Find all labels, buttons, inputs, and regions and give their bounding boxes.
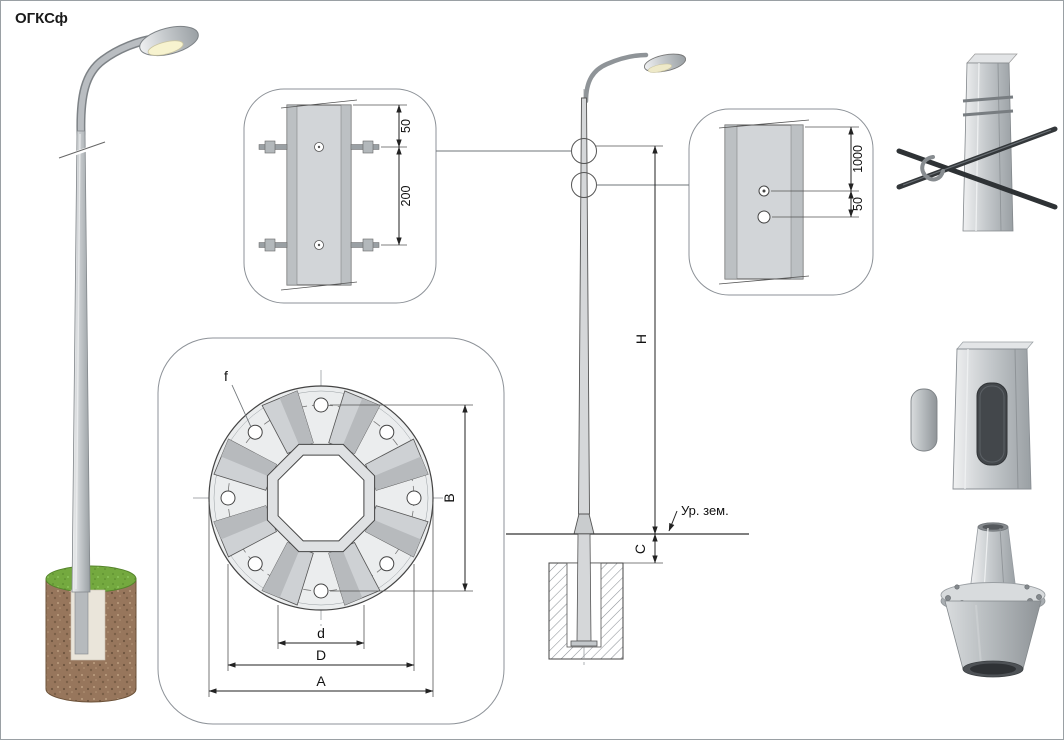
- dim-A: A: [316, 673, 326, 689]
- dim-200: 200: [399, 186, 413, 207]
- lamp-lens: [147, 40, 184, 56]
- dim-50-top: 50: [399, 119, 413, 133]
- bolt-row-2: [258, 238, 380, 252]
- detail-callout-plate-top: 50 200: [243, 88, 437, 304]
- facet-highlight: [983, 527, 989, 592]
- dim-C: C: [632, 544, 648, 554]
- door-cover: [910, 388, 938, 452]
- segment-top-face: [956, 341, 1034, 350]
- dimensions-plate-right: 1000 50: [771, 126, 865, 218]
- f-leader-line: [231, 384, 252, 428]
- handhole-frame: [979, 385, 1005, 463]
- dim-H: H: [633, 334, 649, 344]
- break-mark: [58, 141, 106, 159]
- render-handhole-detail: [910, 341, 1034, 490]
- dim-B: B: [441, 493, 457, 502]
- plate-section: [724, 124, 804, 280]
- pole-base-flare: [573, 513, 595, 535]
- band-clamp-2: [962, 109, 1014, 117]
- shell-skirt: [944, 600, 1042, 670]
- plate-edge-right: [340, 104, 352, 286]
- render-base-shell: [940, 522, 1046, 678]
- band-clamp-1: [962, 95, 1014, 103]
- hole-lower: [757, 210, 771, 224]
- shell-upper-tube: [969, 526, 1017, 592]
- pole-inner-octagon: [277, 454, 365, 542]
- detail-callout-plate-right: 1000 50: [688, 108, 874, 296]
- pole-3d-render: [45, 25, 199, 703]
- handhole-opening: [976, 382, 1008, 466]
- plate-edge-right: [790, 124, 804, 280]
- product-title: ОГКСф: [15, 10, 68, 27]
- facet-highlight: [975, 62, 980, 232]
- bolt-row-1: [258, 140, 380, 154]
- pole-elevation: H C Ур. зем.: [436, 52, 749, 669]
- bolt-holes: [220, 397, 422, 599]
- pole-shaft: [71, 130, 91, 593]
- embedded-base-plate: [570, 640, 598, 647]
- hole-dia-label: f: [224, 368, 228, 384]
- embedded-pole: [74, 589, 89, 655]
- dimension-H: H: [595, 145, 663, 535]
- gusset-ribs: [213, 390, 429, 606]
- flange-plan-callout: f B d D A: [157, 337, 505, 725]
- skirt-bottom-opening: [970, 663, 1016, 675]
- break-mark-gap: [58, 141, 106, 161]
- pole-top-face: [966, 53, 1018, 64]
- dimension-C: C: [623, 533, 663, 564]
- lamp-head: [139, 25, 199, 57]
- lamp-arm-elevation: [583, 52, 649, 104]
- hook-fitting: [920, 155, 945, 182]
- dimensions-plate-top: 50 200: [353, 104, 413, 246]
- pole-shaft-elevation: [578, 97, 590, 515]
- ground-level-arrow: [668, 510, 678, 532]
- plate-edge-left: [724, 124, 738, 280]
- lamp-arm: [77, 36, 156, 137]
- ground-level-label: Ур. зем.: [681, 503, 729, 518]
- dim-d: d: [317, 625, 325, 641]
- plate-bevel: [213, 390, 429, 606]
- facet-shadow: [1014, 348, 1019, 490]
- lamp-head-elevation: [643, 53, 687, 73]
- ground-level-marker: Ур. зем.: [668, 503, 729, 532]
- break-line-top: [280, 99, 358, 109]
- break-line-bottom: [280, 281, 358, 291]
- skirt-highlight: [975, 604, 982, 666]
- dim-50-right: 50: [851, 197, 865, 211]
- plate-section: [286, 104, 352, 286]
- dim-1000: 1000: [851, 145, 865, 173]
- foundation-section: [548, 533, 624, 660]
- facet-shadow: [999, 527, 1005, 592]
- dimensions-flange: B d D A: [208, 404, 473, 697]
- embedded-shaft-section: [576, 533, 592, 642]
- pole-highlight: [75, 133, 81, 590]
- break-line-top: [718, 119, 810, 129]
- foundation-3d: [45, 565, 137, 703]
- break-line-bottom: [718, 275, 810, 285]
- render-earthing-detail: [896, 53, 1058, 232]
- foundation-grass-top: [45, 565, 137, 593]
- dim-D: D: [316, 647, 326, 663]
- facet-highlight: [964, 348, 969, 490]
- hole-upper-center: [762, 189, 766, 193]
- plate-edge-left: [286, 104, 298, 286]
